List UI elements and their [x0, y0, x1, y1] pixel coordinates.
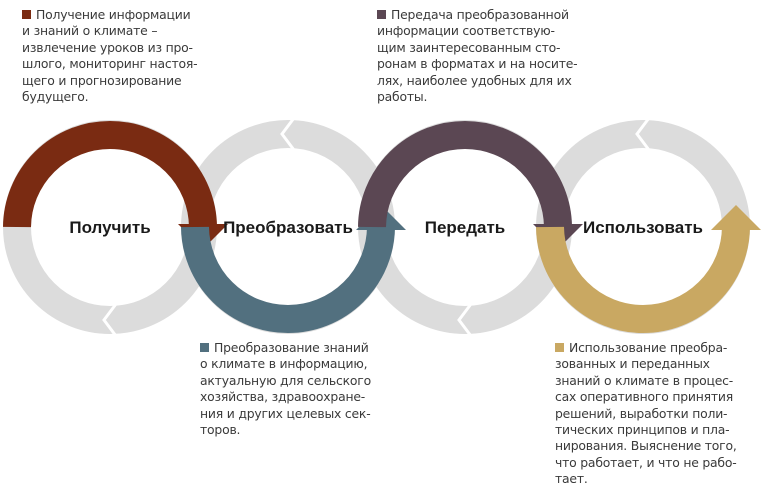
description-line: щим заинтересованным сто-	[377, 39, 561, 55]
arc-use	[536, 226, 750, 333]
description-use: Использование преобра-зованных и передан…	[555, 340, 737, 488]
arrow-up-icon	[711, 205, 761, 230]
description-line: актуальную для сельского	[200, 372, 371, 388]
step-label-get: Получить	[69, 218, 150, 237]
bullet-square-icon	[200, 343, 209, 352]
description-line: Получение информации	[22, 7, 197, 23]
description-line: зованных и переданных	[555, 356, 710, 372]
description-line: ния и других целевых сек-	[200, 405, 371, 421]
description-line: информации соответствую-	[377, 23, 555, 39]
step-label-transmit: Передать	[425, 218, 506, 237]
arc-transmit	[358, 121, 572, 228]
ring-arrow-notch-icon	[635, 117, 651, 151]
arc-get	[3, 121, 217, 228]
description-line: хозяйства, здравоохране-	[200, 389, 366, 405]
description-line: сах оперативного принятия	[555, 389, 734, 405]
description-line: щего и прогнозирование	[22, 72, 182, 88]
step-label-transform: Преобразовать	[223, 218, 353, 237]
ring-arrow-notch-icon	[280, 117, 296, 151]
description-line: лях, наиболее удобных для их	[377, 72, 572, 88]
ring-arrow-notch-icon	[457, 303, 473, 337]
description-line: будущего.	[22, 89, 89, 105]
description-line: ронам в форматах и на носите-	[377, 56, 578, 72]
description-line: Преобразование знаний	[200, 340, 371, 356]
step-label-use: Использовать	[583, 218, 703, 237]
description-line: извлечение уроков из про-	[22, 39, 193, 55]
description-line: Передача преобразованной	[377, 7, 577, 23]
bullet-square-icon	[377, 10, 386, 19]
description-line: работы.	[377, 89, 428, 105]
description-line: и знаний о климате –	[22, 23, 158, 39]
description-line: тических принципов и пла-	[555, 422, 730, 438]
description-line: тает.	[555, 471, 588, 487]
description-line: нирования. Выяснение того,	[555, 438, 737, 454]
arc-transform	[181, 226, 395, 333]
description-line: что работает, и что не рабо-	[555, 454, 737, 470]
description-line: о климате в информацию,	[200, 356, 368, 372]
description-line: шлого, мониторинг настоя-	[22, 56, 198, 72]
bullet-square-icon	[22, 10, 31, 19]
ring-arrow-notch-icon	[102, 303, 118, 337]
description-line: знаний о климате в процес-	[555, 372, 734, 388]
description-line: торов.	[200, 422, 241, 438]
bullet-square-icon	[555, 343, 564, 352]
description-line: Использование преобра-	[555, 340, 737, 356]
description-line: решений, выработки поли-	[555, 405, 728, 421]
